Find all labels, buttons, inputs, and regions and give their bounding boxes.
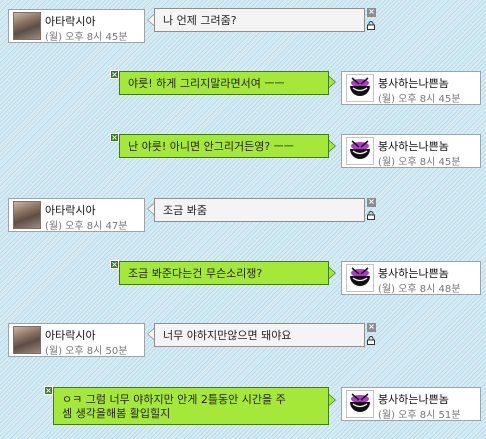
bubble-tail (329, 76, 336, 88)
message-bubble: 나 언제 그려줌? (154, 8, 365, 32)
message-bubble: 조금 봐준다는건 무슨소리쟁? (119, 261, 329, 285)
sender-name: 아타락시아 (45, 329, 96, 342)
lock-icon (367, 21, 375, 30)
sender-card[interactable]: 아타락시아 (월) 오후 8시 47분 (8, 198, 145, 232)
bubble-tail (329, 140, 336, 152)
sender-card[interactable]: 아타락시아 (월) 오후 8시 50분 (8, 323, 145, 357)
delete-icon[interactable]: × (44, 386, 53, 395)
message-time: (월) 오후 8시 45분 (378, 157, 461, 168)
sender-card[interactable]: 봉사하는나쁜놈 (월) 오후 8시 48분 (341, 261, 481, 295)
message-bubble: 너무 야하지만않으면 돼야요 (154, 323, 365, 347)
rice-bowl-icon (346, 137, 374, 165)
rice-bowl-icon (346, 74, 374, 102)
sender-name: 봉사하는나쁜놈 (378, 140, 449, 153)
delete-icon[interactable]: × (110, 133, 119, 142)
bubble-tail (147, 328, 154, 340)
rice-bowl-icon (346, 264, 374, 292)
profile-photo-icon (13, 326, 41, 354)
lock-icon (367, 211, 375, 220)
message-time: (월) 오후 8시 48분 (378, 284, 461, 295)
sender-name: 아타락시아 (45, 15, 96, 28)
message-line: 셈 생각을해봄 활입힐지 (62, 407, 171, 420)
sender-name: 봉사하는나쁜놈 (378, 393, 449, 406)
delete-icon[interactable]: × (110, 260, 119, 269)
bubble-tail (147, 14, 154, 26)
message-bubble: ㅇㅋ 그럼 너무 야하지만 안게 2틀동안 시간을 주 셈 생각을해봄 활입힐지 (53, 387, 329, 425)
message-bubble: 조금 봐줌 (154, 198, 365, 222)
sender-card[interactable]: 봉사하는나쁜놈 (월) 오후 8시 51분 (341, 387, 481, 421)
message-time: (월) 오후 8시 50분 (45, 346, 128, 357)
bubble-tail (329, 267, 336, 279)
sender-card[interactable]: 아타락시아 (월) 오후 8시 45분 (8, 9, 145, 43)
message-time: (월) 오후 8시 45분 (378, 94, 461, 105)
message-bubble: 야릇! 하게 그리지말라면서여 ㅡㅡ (119, 71, 329, 95)
profile-photo-icon (13, 12, 41, 40)
message-time: (월) 오후 8시 51분 (378, 410, 461, 421)
message-time: (월) 오후 8시 47분 (45, 221, 128, 232)
bubble-tail (147, 203, 154, 215)
sender-name: 봉사하는나쁜놈 (378, 77, 449, 90)
message-time: (월) 오후 8시 45분 (45, 32, 128, 43)
rice-bowl-icon (346, 390, 374, 418)
lock-icon (367, 336, 375, 345)
sender-card[interactable]: 봉사하는나쁜놈 (월) 오후 8시 45분 (341, 134, 481, 168)
delete-icon[interactable]: × (367, 7, 376, 17)
delete-icon[interactable]: × (110, 70, 119, 79)
sender-name: 아타락시아 (45, 204, 96, 217)
profile-photo-icon (13, 201, 41, 229)
bubble-tail (329, 394, 336, 406)
delete-icon[interactable]: × (367, 197, 376, 207)
sender-name: 봉사하는나쁜놈 (378, 267, 449, 280)
sender-card[interactable]: 봉사하는나쁜놈 (월) 오후 8시 45분 (341, 71, 481, 105)
delete-icon[interactable]: × (367, 322, 376, 332)
message-bubble: 난 야릇! 아니면 안그리거든영? ㅡㅡ (119, 134, 329, 158)
message-line: ㅇㅋ 그럼 너무 야하지만 안게 2틀동안 시간을 주 (62, 393, 286, 406)
